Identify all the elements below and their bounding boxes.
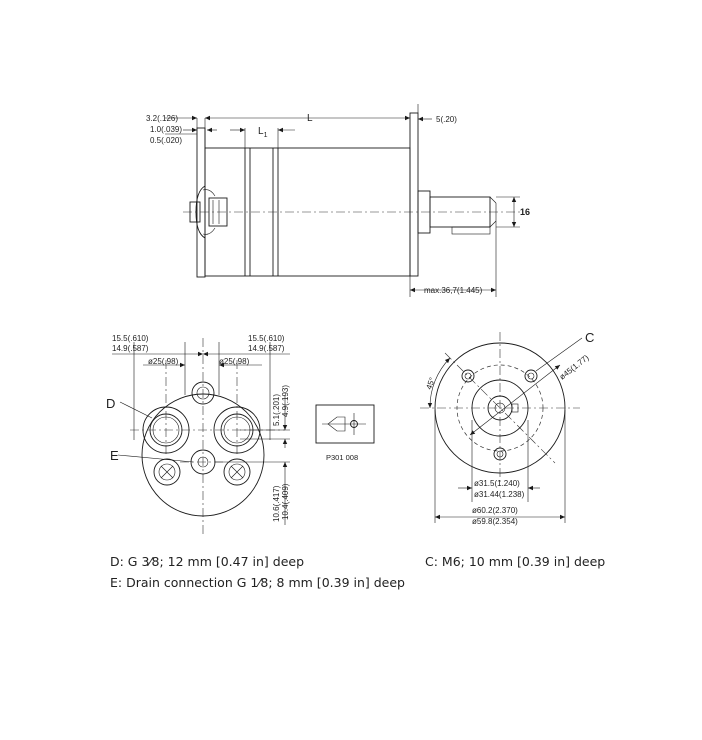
dim-right-min: 14.9(.587) — [248, 344, 285, 353]
leader-E — [117, 454, 194, 463]
dim-L1: L1 — [258, 126, 268, 139]
drawing-code: P301 008 — [326, 453, 358, 462]
dim-pilot-min: ø31.44(1.238) — [474, 490, 525, 499]
dim-v-top-max: 5.1(.201) — [272, 394, 281, 426]
side-view: 3.2(.126) 1.0(.039) 0.5(.020) L L1 5(.20… — [146, 104, 530, 297]
dim-outer-min: ø59.8(2.354) — [472, 517, 518, 526]
dim-bolt-circle: ø45(1.77) — [558, 353, 591, 382]
rear-view: C 45° ø45(1.77) ø31.5(1.240) ø31.44(1.23… — [420, 330, 594, 526]
detail-symbol: P301 008 — [315, 404, 375, 462]
dim-flange-right: 5(.20) — [436, 115, 457, 124]
front-view: 15.5(.610) 14.9(.587) 15.5(.610) 14.9(.5… — [106, 334, 290, 535]
dim-port-left: ø25(.98) — [148, 357, 179, 366]
note-C: C: M6; 10 mm [0.39 in] deep — [425, 554, 606, 569]
leader-D — [119, 401, 153, 419]
dim-gap-min: 0.5(.020) — [150, 136, 182, 145]
dim-flange-thickness: 3.2(.126) — [146, 114, 178, 123]
dim-L: L — [307, 113, 313, 124]
dim-right-max: 15.5(.610) — [248, 334, 285, 343]
label-D: D — [106, 396, 115, 411]
dim-v-top-min: 4.9(.193) — [281, 385, 290, 417]
dim-gap-max: 1.0(.039) — [150, 125, 182, 134]
dim-angle: 45° — [424, 376, 437, 390]
dim-port-right: ø25(.98) — [219, 357, 250, 366]
shaft-key — [451, 226, 491, 235]
label-E: E — [110, 448, 119, 463]
label-C: C — [585, 330, 594, 345]
dim-shaft-diameter: 16 — [520, 207, 530, 217]
dim-shaft-length: max.36,7(1.445) — [424, 286, 483, 295]
note-D: D: G 3⁄8; 12 mm [0.47 in] deep — [110, 554, 305, 569]
dim-v-bottom-min: 10.4(.409) — [281, 483, 290, 520]
dim-outer-max: ø60.2(2.370) — [472, 506, 518, 515]
left-flange-plate — [196, 127, 206, 278]
bolt-hole-2 — [524, 369, 538, 383]
mounting-flange — [409, 112, 419, 277]
dim-left-max: 15.5(.610) — [112, 334, 149, 343]
dim-pilot-max: ø31.5(1.240) — [474, 479, 520, 488]
dim-left-min: 14.9(.587) — [112, 344, 149, 353]
note-E: E: Drain connection G 1⁄8; 8 mm [0.39 in… — [110, 575, 405, 590]
dim-v-bottom-max: 10.6(.417) — [272, 485, 281, 522]
